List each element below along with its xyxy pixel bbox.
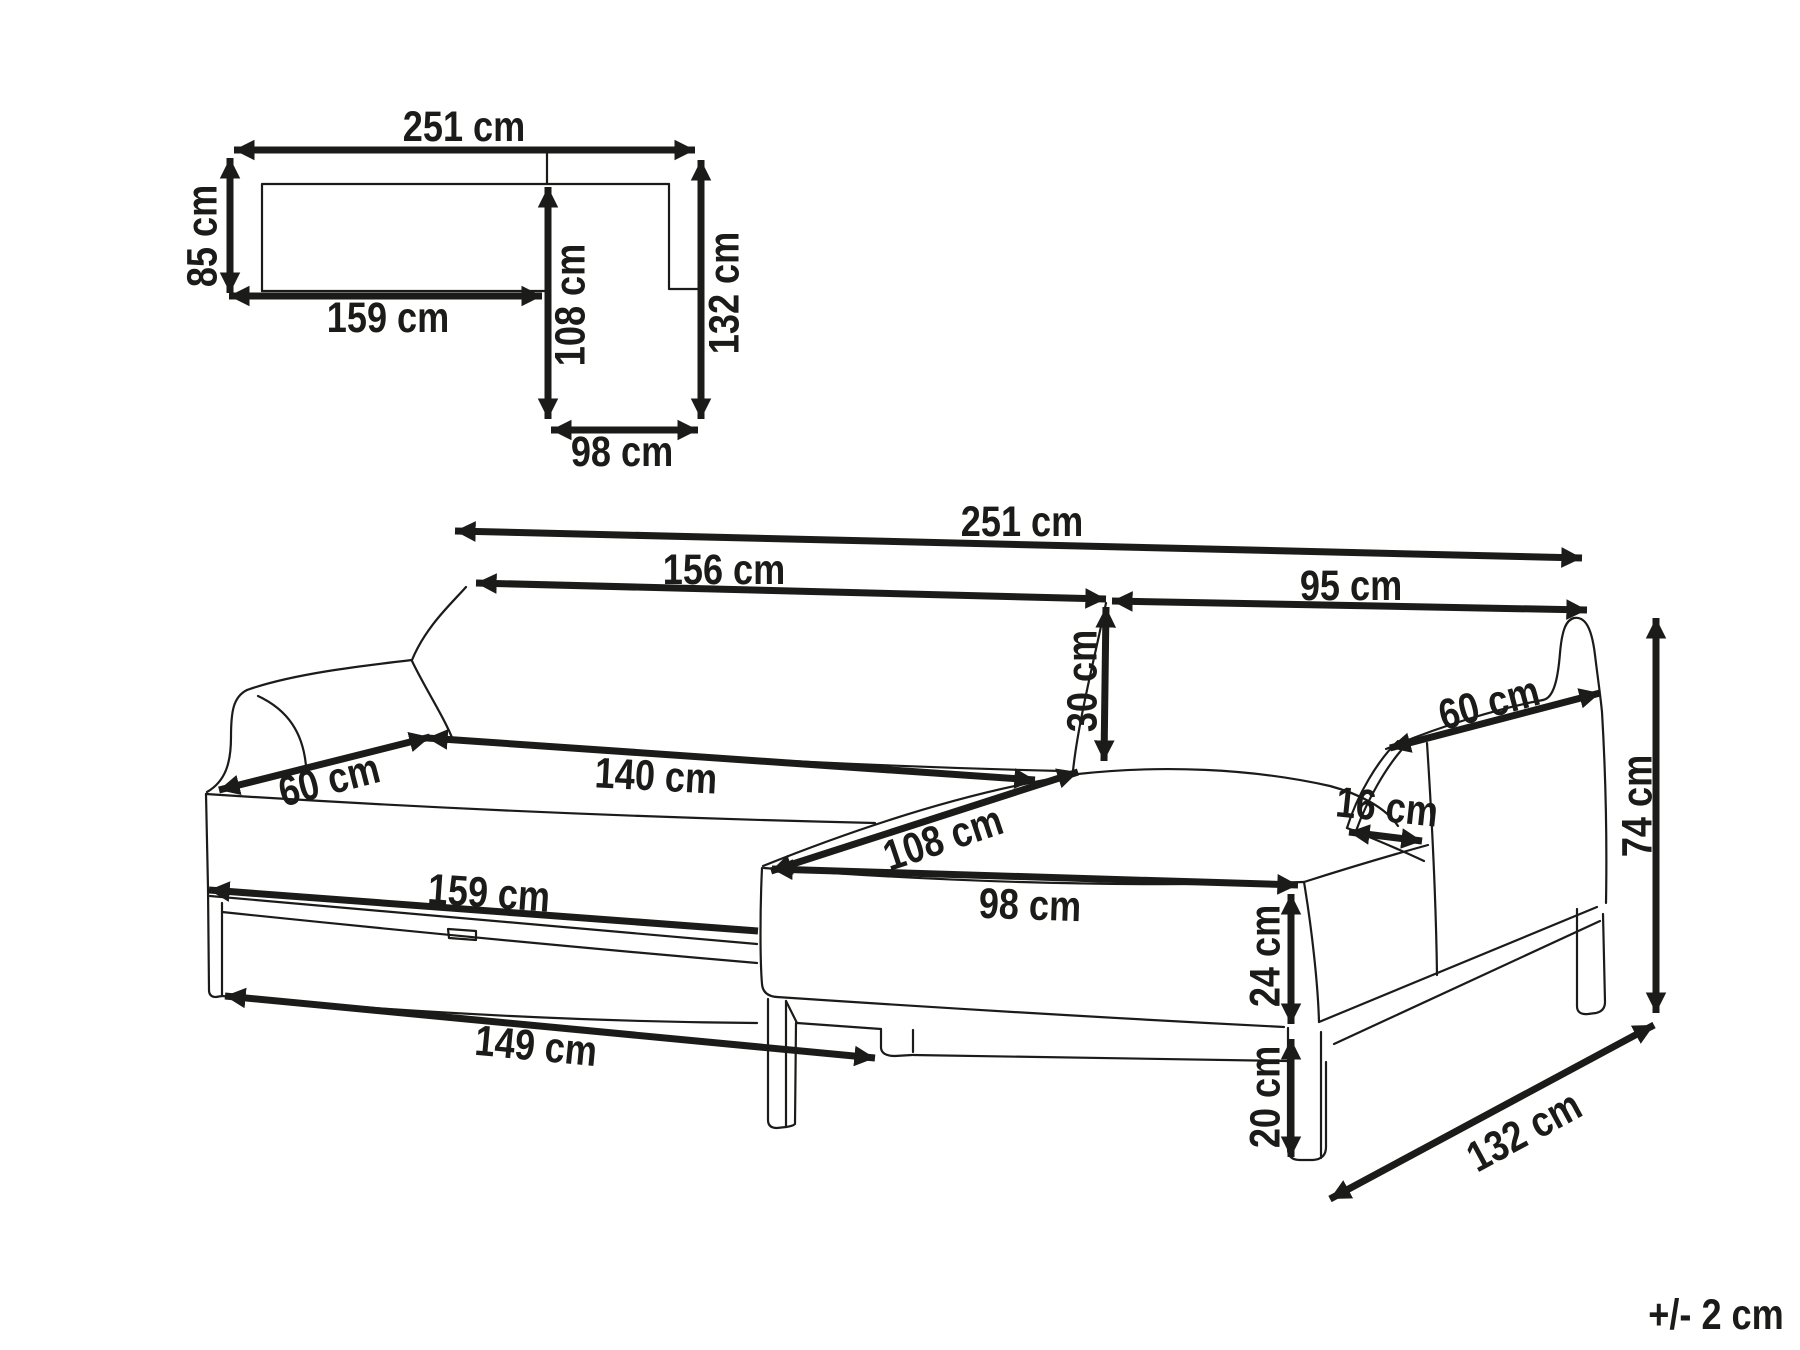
svg-text:132 cm: 132 cm bbox=[701, 232, 749, 354]
svg-text:60 cm: 60 cm bbox=[1434, 667, 1545, 740]
svg-text:159 cm: 159 cm bbox=[426, 865, 551, 921]
svg-text:85 cm: 85 cm bbox=[179, 185, 227, 287]
svg-text:30 cm: 30 cm bbox=[1059, 630, 1107, 732]
svg-text:98 cm: 98 cm bbox=[978, 880, 1082, 931]
svg-text:108 cm: 108 cm bbox=[547, 244, 595, 366]
svg-text:20 cm: 20 cm bbox=[1242, 1046, 1290, 1148]
svg-text:24 cm: 24 cm bbox=[1242, 905, 1290, 1007]
svg-text:60 cm: 60 cm bbox=[274, 745, 385, 817]
svg-text:251 cm: 251 cm bbox=[961, 498, 1083, 546]
svg-text:108 cm: 108 cm bbox=[878, 796, 1009, 880]
svg-text:251 cm: 251 cm bbox=[403, 103, 525, 151]
svg-text:16 cm: 16 cm bbox=[1334, 778, 1441, 836]
svg-text:140 cm: 140 cm bbox=[594, 749, 719, 803]
svg-text:149 cm: 149 cm bbox=[473, 1017, 599, 1076]
svg-text:+/- 2 cm: +/- 2 cm bbox=[1648, 1291, 1783, 1339]
svg-text:159 cm: 159 cm bbox=[327, 294, 449, 342]
svg-text:95 cm: 95 cm bbox=[1300, 562, 1402, 610]
svg-text:156 cm: 156 cm bbox=[663, 546, 785, 594]
svg-text:74 cm: 74 cm bbox=[1614, 755, 1662, 857]
svg-text:98 cm: 98 cm bbox=[571, 428, 673, 476]
